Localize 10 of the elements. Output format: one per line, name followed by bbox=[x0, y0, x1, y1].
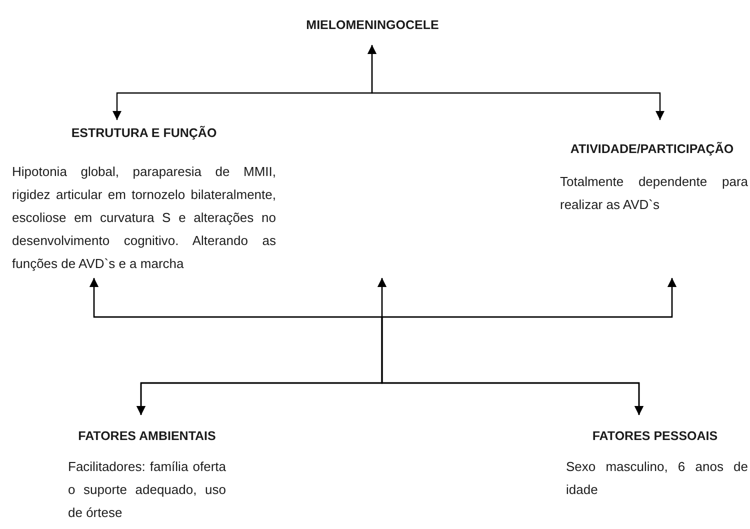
node-heading: ATIVIDADE/PARTICIPAÇÃO bbox=[569, 142, 735, 156]
node-description: Sexo masculino, 6 anos de idade bbox=[566, 458, 748, 499]
node-heading: FATORES AMBIENTAIS bbox=[77, 429, 217, 443]
node-heading: MIELOMENINGOCELE bbox=[305, 18, 440, 32]
node-description: Totalmente dependente para realizar as AVD`s bbox=[560, 173, 748, 214]
node-description: Facilitadores: família oferta o suporte adequado, uso de órtese bbox=[68, 458, 226, 522]
connector-arrow bbox=[368, 45, 664, 120]
node-heading: FATORES PESSOAIS bbox=[591, 429, 719, 443]
node-heading: ESTRUTURA E FUNÇÃO bbox=[70, 126, 218, 140]
node-description: Hipotonia global, paraparesia de MMII, rigidez articular em tornozelo bilateralmente, escoliose em curvatura S e alterações no desenvolvimento cognitivo. Alterando as funções de AVD`s e a marcha bbox=[12, 163, 276, 273]
